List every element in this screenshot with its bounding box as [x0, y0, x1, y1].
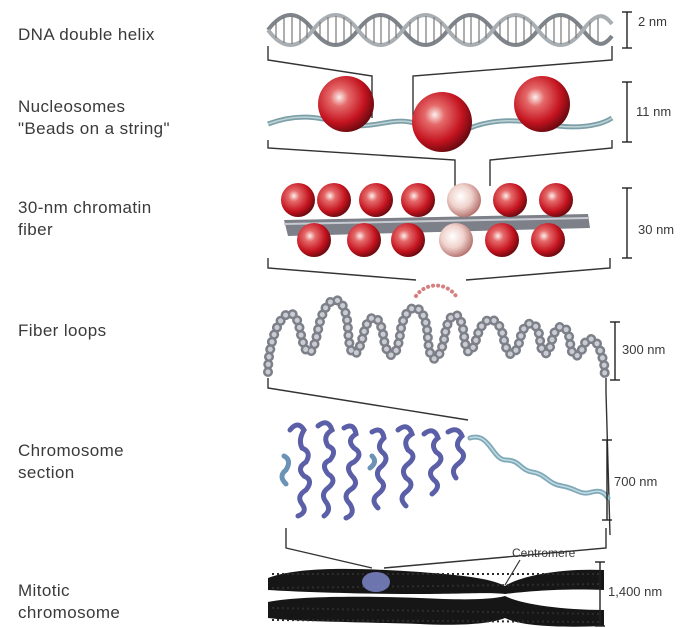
nucleosomes-beads: [268, 76, 612, 152]
scale-brackets: [595, 12, 632, 626]
connector-section-mitotic: [286, 528, 606, 568]
mitotic-chromosome: [268, 560, 604, 627]
chromatin-fiber-30nm: [281, 183, 590, 257]
chromosome-section: [282, 423, 608, 518]
dna-helix: [268, 15, 612, 45]
connector-fiber-loops: [268, 258, 610, 280]
fiber-loops: [268, 286, 605, 377]
